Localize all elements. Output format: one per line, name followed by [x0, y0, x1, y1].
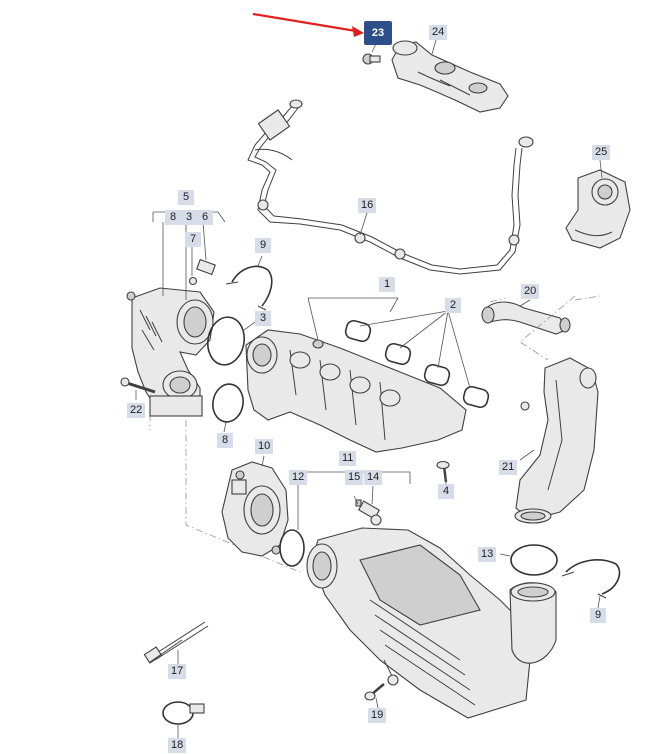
part-label-4[interactable]: 4 [438, 484, 454, 499]
part-7-sensor [188, 258, 216, 286]
part-10-throttle-body [221, 461, 289, 557]
part-label-2[interactable]: 2 [445, 298, 461, 313]
part-25-fitting [565, 169, 631, 249]
part-label-5[interactable]: 5 [178, 190, 194, 205]
part-label-14[interactable]: 14 [364, 470, 383, 485]
part-label-17[interactable]: 17 [168, 664, 187, 679]
part-label-24[interactable]: 24 [429, 25, 448, 40]
part-label-15[interactable]: 15 [345, 470, 364, 485]
part-label-1[interactable]: 1 [379, 277, 395, 292]
part-18-hose-clamp [162, 701, 205, 725]
part-2-gaskets [344, 319, 490, 409]
part-label-10[interactable]: 10 [255, 439, 274, 454]
part-11-intercooler [306, 527, 557, 719]
part-20-hose [481, 301, 571, 335]
part-1-intake-manifold [245, 329, 467, 453]
part-17-cable-tie [143, 621, 209, 664]
part-9-clip-upper [225, 265, 273, 311]
part-label-3[interactable]: 3 [255, 311, 271, 326]
part-label-16[interactable]: 16 [358, 198, 377, 213]
part-label-22[interactable]: 22 [127, 403, 146, 418]
part-23-screw [362, 53, 381, 65]
part-16-hose-assembly [247, 99, 534, 275]
highlight-arrow [252, 12, 364, 37]
part-label-3-top[interactable]: 3 [181, 210, 197, 225]
part-12-gasket [279, 529, 305, 567]
part-22-bolt [120, 377, 156, 394]
part-14-sensor [355, 499, 382, 526]
part-label-8-top[interactable]: 8 [165, 210, 181, 225]
part-21-charge-pipe [514, 357, 599, 524]
part-label-9-upper[interactable]: 9 [255, 238, 271, 253]
part-label-8[interactable]: 8 [217, 433, 233, 448]
part-label-7[interactable]: 7 [185, 232, 201, 247]
part-19-bolt [364, 683, 385, 701]
part-label-13[interactable]: 13 [478, 547, 497, 562]
part-3-gasket [206, 316, 246, 366]
part-label-19[interactable]: 19 [368, 708, 387, 723]
part-label-18[interactable]: 18 [168, 738, 187, 753]
part-9-clip-lower [561, 559, 621, 599]
part-5-air-pipe [126, 287, 215, 417]
part-label-21[interactable]: 21 [499, 460, 518, 475]
part-label-20[interactable]: 20 [521, 284, 540, 299]
part-label-25[interactable]: 25 [592, 145, 611, 160]
part-label-11[interactable]: 11 [339, 451, 357, 466]
part-label-23[interactable]: 23 [364, 21, 392, 45]
part-13-o-ring [510, 544, 558, 576]
part-4-bolt [436, 460, 450, 483]
part-24-valve-housing [391, 40, 509, 113]
part-8-gasket [212, 383, 244, 423]
part-label-12[interactable]: 12 [289, 470, 308, 485]
part-label-9-lower[interactable]: 9 [590, 608, 606, 623]
part-label-6[interactable]: 6 [197, 210, 213, 225]
